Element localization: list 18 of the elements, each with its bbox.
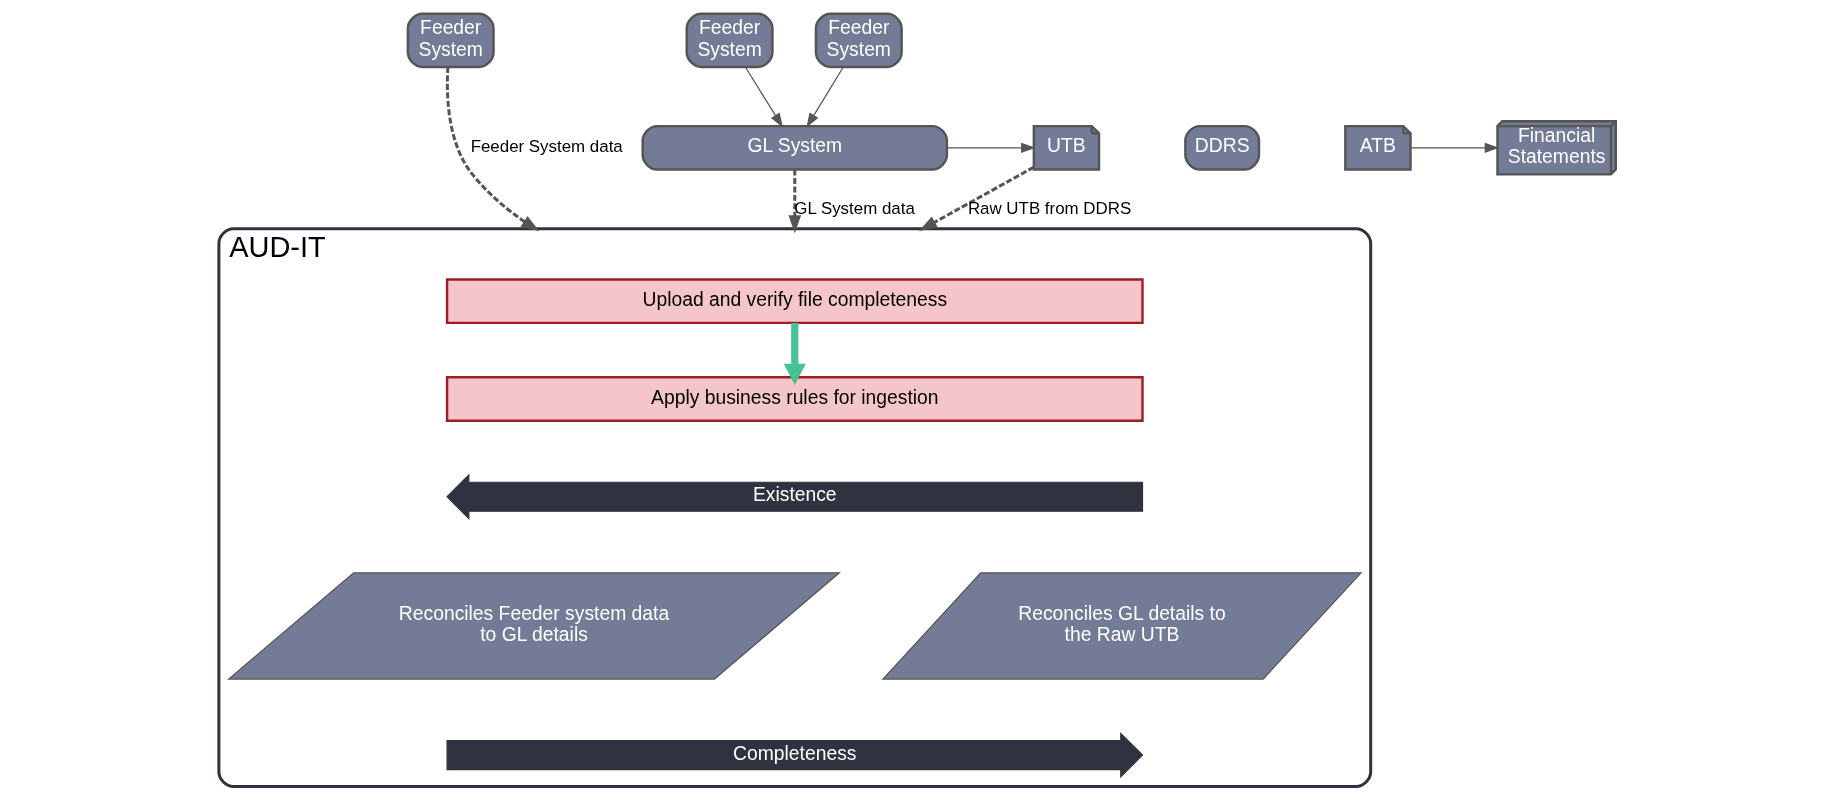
- node-box: Upload and verify file completeness: [445, 277, 1144, 324]
- arrow: [918, 165, 1034, 231]
- edge-label: GL System data: [793, 198, 915, 218]
- node-box: Feeder System: [814, 12, 903, 68]
- arrow: [805, 65, 844, 128]
- arrow: [787, 169, 801, 233]
- node-box: Apply business rules for ingestion: [445, 375, 1144, 422]
- edge-label: Feeder System data: [470, 136, 623, 156]
- edge-label: Raw UTB from DDRS: [967, 198, 1131, 218]
- node-box: Feeder System: [406, 12, 495, 68]
- node-box: DDRS: [1183, 124, 1260, 171]
- arrow: [945, 142, 1036, 153]
- node-box: GL System: [640, 124, 948, 171]
- arrow: [744, 65, 783, 128]
- node-box: Feeder System: [685, 12, 774, 68]
- arrow: [445, 66, 539, 231]
- arrow: [1409, 142, 1499, 153]
- arrow: [783, 322, 806, 385]
